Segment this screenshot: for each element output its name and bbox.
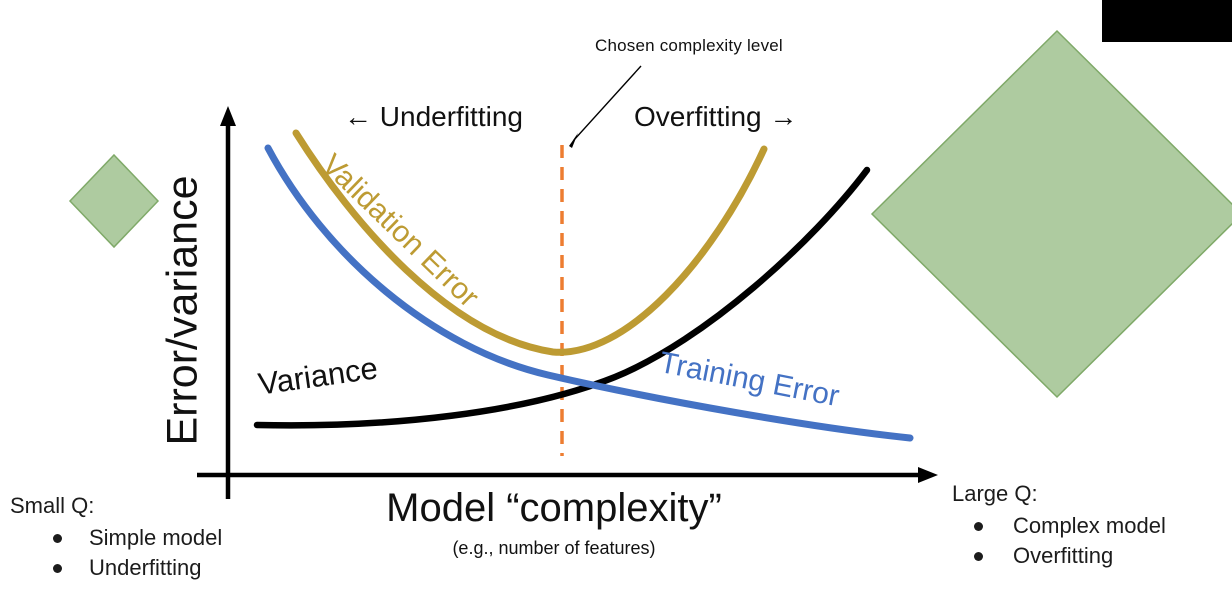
y-axis-title: Error/variance	[158, 175, 207, 446]
bullet-icon	[53, 563, 62, 573]
overfitting-region-label: Overfitting →	[634, 101, 798, 132]
bullet-icon	[53, 533, 62, 543]
small-diamond-shape	[68, 153, 160, 249]
validation-error-curve	[292, 129, 768, 356]
list-item: Underfitting	[10, 553, 222, 583]
y-axis-arrowhead-icon	[220, 106, 236, 126]
bullet-icon	[974, 521, 983, 531]
small-q-bullet-label: Underfitting	[89, 555, 202, 580]
annotation-arrow-line	[573, 65, 642, 141]
x-axis-subtitle: (e.g., number of features)	[452, 538, 656, 558]
annotation-arrowhead-icon	[569, 133, 578, 148]
x-axis-title: Model “complexity”	[386, 486, 722, 530]
small-q-title: Small Q:	[10, 493, 95, 518]
underfitting-region-label: ← Underfitting	[344, 101, 523, 132]
large-q-note: Large Q: Complex model Overfitting	[952, 481, 1166, 571]
large-q-title: Large Q:	[952, 481, 1038, 506]
large-q-bullet-label: Overfitting	[1013, 543, 1114, 568]
list-item: Overfitting	[952, 541, 1166, 571]
x-axis-arrowhead-icon	[918, 467, 938, 483]
bullet-icon	[974, 551, 983, 561]
training-error-curve	[264, 144, 914, 442]
large-diamond-shape	[870, 29, 1232, 399]
corner-block	[1102, 0, 1232, 42]
large-q-bullet-label: Complex model	[1013, 513, 1166, 538]
small-q-bullet-label: Simple model	[89, 525, 223, 550]
list-item: Simple model	[10, 523, 222, 553]
chosen-complexity-label: Chosen complexity level	[595, 36, 783, 55]
variance-curve	[253, 166, 871, 429]
small-q-note: Small Q: Simple model Underfitting	[10, 493, 222, 583]
list-item: Complex model	[952, 511, 1166, 541]
